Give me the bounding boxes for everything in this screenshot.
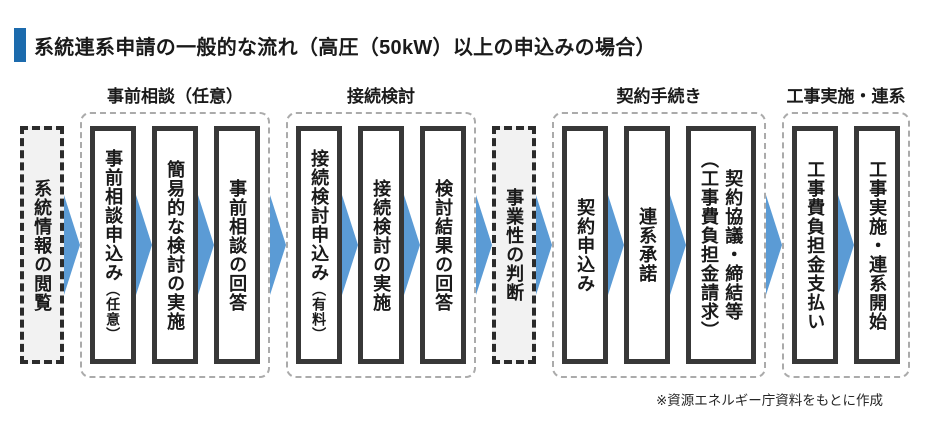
step-label: 工事費負担金支払い bbox=[805, 159, 826, 331]
box-grid-info-viewing: 系統情報の閲覧 bbox=[20, 126, 64, 364]
group-label: 契約手続き bbox=[616, 87, 702, 106]
arrow-right-icon bbox=[404, 195, 420, 295]
step-label: 簡易的な検討の実施 bbox=[165, 159, 186, 331]
arrow-right-icon bbox=[608, 195, 624, 295]
flow-step-box: 事前相談の回答 bbox=[214, 126, 260, 364]
step-label: 事前相談申込み bbox=[103, 148, 124, 282]
arrow-right-icon bbox=[670, 195, 686, 295]
page-header: 系統連系申請の一般的な流れ（高圧（50kW）以上の申込みの場合） bbox=[14, 28, 656, 62]
flow-step-box: 検討結果の回答 bbox=[420, 126, 466, 364]
arrow-right-icon bbox=[198, 195, 214, 295]
flow-step-box: 工事実施・連系開始 bbox=[854, 126, 900, 364]
step-label-line2: （工事費負担金請求） bbox=[699, 150, 719, 340]
step-sublabel: （任意） bbox=[105, 281, 122, 342]
group-connection-study: 接続検討 接続検討申込み（有料） 接続検討の実施 検討結果の回答 bbox=[286, 86, 476, 378]
step-label: 接続検討申込み bbox=[309, 148, 330, 282]
flow-step-box: 契約申込み bbox=[562, 126, 608, 364]
group-contract-procedure: 契約手続き 契約申込み 連系承諾 契約協議・締結等（工事費負担金請求） bbox=[552, 86, 766, 378]
group-body: 事前相談申込み（任意） 簡易的な検討の実施 事前相談の回答 bbox=[80, 112, 270, 378]
arrow-right-icon bbox=[476, 195, 492, 295]
arrow-right-icon bbox=[270, 195, 286, 295]
arrow-right-icon bbox=[64, 195, 80, 295]
step-label: 契約協議・締結等 bbox=[723, 169, 744, 321]
group-body: 契約申込み 連系承諾 契約協議・締結等（工事費負担金請求） bbox=[552, 112, 766, 378]
source-note: ※資源エネルギー庁資料をもとに作成 bbox=[655, 393, 883, 408]
arrow-right-icon bbox=[342, 195, 358, 295]
flow-step-box: 工事費負担金支払い bbox=[792, 126, 838, 364]
group-label: 事前相談（任意） bbox=[107, 87, 243, 106]
flow-diagram: 系統情報の閲覧 事前相談（任意） 事前相談申込み（任意） 簡易的な検討の実施 事… bbox=[20, 86, 910, 378]
flow-step-box: 接続検討の実施 bbox=[358, 126, 404, 364]
flow-step-box: 契約協議・締結等（工事費負担金請求） bbox=[686, 126, 756, 364]
group-label: 工事実施・連系 bbox=[786, 87, 906, 106]
box-business-feasibility-decision: 事業性の判断 bbox=[492, 126, 536, 364]
flow-step-box: 連系承諾 bbox=[624, 126, 670, 364]
step-label: 契約申込み bbox=[575, 197, 596, 293]
flow-step-box: 簡易的な検討の実施 bbox=[152, 126, 198, 364]
step-label: 接続検討の実施 bbox=[371, 178, 392, 312]
group-label: 接続検討 bbox=[347, 87, 415, 106]
flow-step-box: 接続検討申込み（有料） bbox=[296, 126, 342, 364]
step-label: 工事実施・連系開始 bbox=[867, 159, 888, 331]
group-preliminary-consultation: 事前相談（任意） 事前相談申込み（任意） 簡易的な検討の実施 事前相談の回答 bbox=[80, 86, 270, 378]
step-label: 連系承諾 bbox=[637, 207, 658, 283]
arrow-right-icon bbox=[766, 195, 782, 295]
step-label: 事業性の判断 bbox=[504, 188, 525, 302]
step-label: 系統情報の閲覧 bbox=[32, 178, 53, 312]
accent-bar bbox=[14, 28, 26, 62]
step-sublabel: （有料） bbox=[311, 281, 328, 342]
step-label: 事前相談の回答 bbox=[227, 178, 248, 312]
step-label: 検討結果の回答 bbox=[433, 178, 454, 312]
group-body: 工事費負担金支払い 工事実施・連系開始 bbox=[782, 112, 910, 378]
arrow-right-icon bbox=[136, 195, 152, 295]
group-body: 接続検討申込み（有料） 接続検討の実施 検討結果の回答 bbox=[286, 112, 476, 378]
page-title: 系統連系申請の一般的な流れ（高圧（50kW）以上の申込みの場合） bbox=[34, 36, 656, 59]
arrow-right-icon bbox=[536, 195, 552, 295]
flow-step-box: 事前相談申込み（任意） bbox=[90, 126, 136, 364]
arrow-right-icon bbox=[838, 195, 854, 295]
group-construction-connection: 工事実施・連系 工事費負担金支払い 工事実施・連系開始 bbox=[782, 86, 910, 378]
